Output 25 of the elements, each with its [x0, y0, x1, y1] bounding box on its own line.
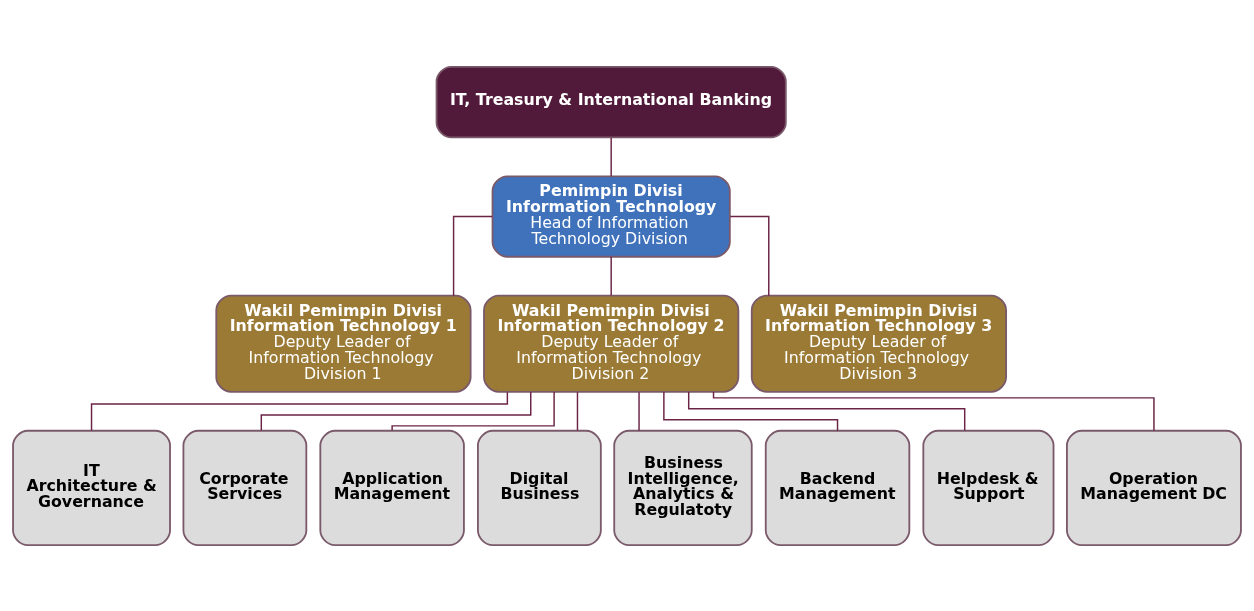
node-box: Wakil Pemimpin Divisi Information Technology 2 Deputy Leader of Information Technology Division 2 — [483, 294, 740, 393]
node-box: Digital Business — [477, 429, 602, 546]
connector — [90, 391, 509, 431]
connector — [610, 255, 612, 296]
node-box: Pemimpin Divisi Information Technology Head of Information Technology Division — [491, 174, 731, 258]
connector — [576, 390, 579, 431]
node-box: Corporate Services — [182, 429, 308, 546]
node-box: Operation Management DC — [1066, 429, 1242, 546]
connector — [712, 390, 1155, 431]
node-box: IT Architecture & Governance — [12, 429, 171, 546]
connector — [391, 390, 555, 431]
node-box: Wakil Pemimpin Divisi Information Technology 1 Deputy Leader of Information Technology Division 1 — [215, 294, 472, 393]
node-box: IT, Treasury & International Banking — [435, 65, 787, 138]
node-box: Wakil Pemimpin Divisi Information Technology 3 Deputy Leader of Information Technology Division 3 — [750, 294, 1007, 393]
connector — [260, 390, 532, 431]
node-box: Business Intelligence, Analytics & Regulatoty — [613, 429, 753, 546]
node-box: Application Management — [319, 429, 465, 546]
connector — [729, 215, 770, 296]
node-box: Helpdesk & Support — [922, 429, 1055, 546]
connector — [452, 215, 493, 296]
connector — [610, 136, 612, 177]
connector — [638, 390, 640, 431]
connector — [663, 390, 839, 431]
node-box: Backend Management — [764, 429, 911, 546]
connector — [687, 390, 966, 431]
